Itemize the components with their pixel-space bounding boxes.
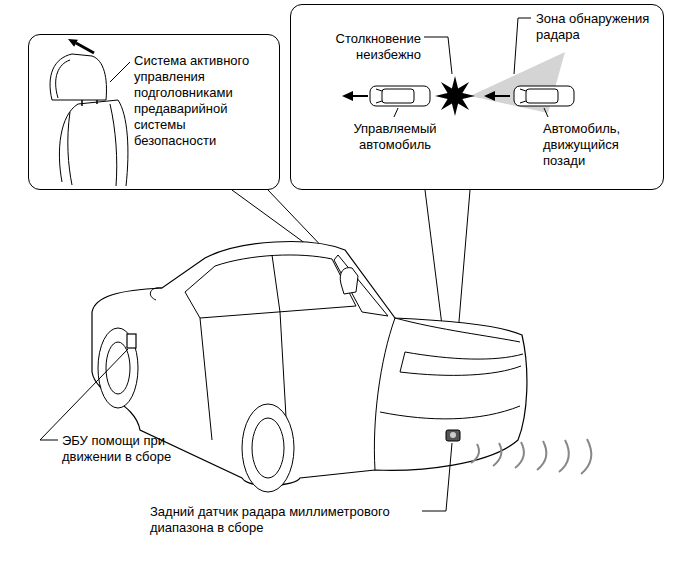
rear-car bbox=[514, 86, 574, 106]
ecu-part bbox=[127, 334, 136, 348]
trunk-line bbox=[395, 318, 520, 342]
radar-wave bbox=[515, 442, 524, 468]
collision-star bbox=[435, 76, 475, 116]
door-line bbox=[200, 318, 212, 440]
wheel-rim bbox=[252, 418, 284, 478]
radar-lens bbox=[450, 432, 456, 438]
radar-wave bbox=[581, 439, 591, 474]
motion-arrowhead bbox=[342, 91, 353, 101]
tail-light bbox=[400, 352, 521, 375]
motion-arrow bbox=[494, 95, 510, 97]
callout-balloon: Столкновение неизбежно Зона обнаружения р… bbox=[290, 4, 664, 190]
leader-line bbox=[422, 443, 452, 511]
part-label: ЭБУ помощи при движении в сборе bbox=[62, 433, 184, 465]
part-label: Задний датчик радара миллиметрового диап… bbox=[150, 504, 418, 536]
callout-balloon: Система активного управления подголовник… bbox=[28, 34, 280, 190]
motion-arrow bbox=[352, 95, 368, 97]
headrest bbox=[340, 268, 358, 294]
body-corner bbox=[374, 318, 395, 470]
car-body bbox=[92, 242, 527, 486]
leader-line bbox=[544, 108, 548, 117]
rear-wheel bbox=[242, 404, 294, 492]
rear-window bbox=[334, 255, 388, 316]
radar-wave bbox=[559, 440, 569, 472]
callout-text: Управляемый автомобиль bbox=[349, 121, 441, 153]
car-detail bbox=[520, 89, 526, 91]
seat-back bbox=[59, 100, 128, 186]
callout-text: Столкновение неизбежно bbox=[321, 31, 421, 63]
side-windows bbox=[185, 255, 356, 318]
car-detail bbox=[376, 101, 382, 103]
radar-wave bbox=[493, 443, 501, 466]
car-detail bbox=[376, 89, 382, 91]
radar-wave bbox=[471, 444, 479, 463]
car-roof bbox=[382, 89, 414, 103]
motion-arrow bbox=[76, 43, 94, 53]
motion-arrowhead bbox=[484, 91, 495, 101]
window-pillar bbox=[272, 255, 280, 312]
leader-line bbox=[40, 349, 128, 440]
seat-seam bbox=[68, 112, 72, 185]
leader-line bbox=[424, 37, 452, 74]
car-roof bbox=[526, 89, 558, 103]
mirror bbox=[150, 288, 162, 300]
tail-light bbox=[405, 352, 523, 359]
car-detail bbox=[520, 101, 526, 103]
headrest-pad bbox=[56, 60, 70, 98]
radar-sensor bbox=[446, 430, 460, 441]
leader-line bbox=[110, 62, 130, 82]
callout-text: Система активного управления подголовник… bbox=[134, 53, 262, 149]
own-car bbox=[370, 86, 430, 106]
callout-text: Зона обнаружения радара bbox=[536, 11, 656, 43]
leader-line bbox=[514, 18, 531, 74]
motion-arrowhead bbox=[68, 39, 78, 47]
headrest bbox=[50, 54, 106, 100]
leader-line bbox=[394, 108, 398, 117]
bumper-line bbox=[380, 406, 520, 419]
callout-text: Автомобиль, движущийся позади bbox=[543, 121, 651, 169]
seat-seam bbox=[110, 104, 117, 186]
radar-wave bbox=[537, 441, 546, 470]
front-wheel bbox=[98, 328, 138, 408]
